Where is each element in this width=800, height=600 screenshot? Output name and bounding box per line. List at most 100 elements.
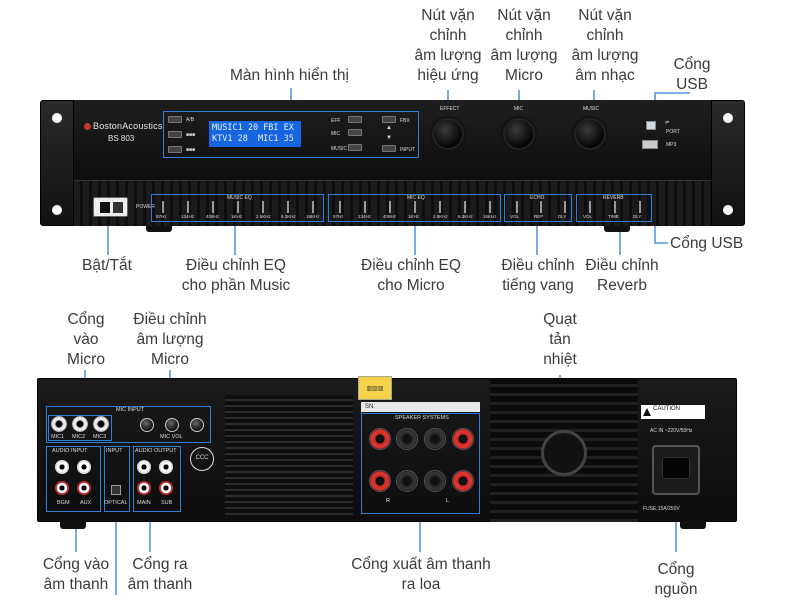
echo-slider[interactable] [564,201,566,213]
vent-grill-left [225,395,353,515]
sticker-label: ▥▥▥ [358,376,392,400]
mic-eq-band-label: 2.5KHz [433,214,448,219]
mic-eq-slider[interactable] [489,201,491,213]
eff-button[interactable] [348,116,362,123]
music-eq-band-label: 6.3KHz [281,214,296,219]
music-eq-slider[interactable] [287,201,289,213]
bgm-label: BGM [57,500,70,506]
fbx-button[interactable] [382,116,396,123]
input-button[interactable] [382,145,396,152]
rack-ear-left [40,100,74,226]
bgm-r-jack[interactable] [55,481,69,495]
reverb-slider[interactable] [639,201,641,213]
music-eq-band-label: 57Hz [156,214,167,219]
mic-vol-knob-3[interactable] [190,418,204,432]
callout-mic-in: Cổng vào Micro [67,311,105,368]
music-eq-slider[interactable] [312,201,314,213]
speaker-r-label: R [386,498,390,504]
callout-usb-top: Cổng USB [673,56,711,93]
mic-mode-label: MIC [331,131,341,137]
ac-in-label: AC IN ~220V/50Hz [650,428,693,434]
sub-r-jack[interactable] [159,481,173,495]
speaker-terminal[interactable] [396,428,418,450]
music-eq-slider[interactable] [187,201,189,213]
effect-volume-knob[interactable] [432,118,464,150]
speaker-terminal[interactable] [424,470,446,492]
power-switch[interactable] [93,197,128,217]
callout-rear-mic-volume: Điều chỉnh âm lượng Micro [133,311,207,368]
main-r-jack[interactable] [137,481,151,495]
mic2-jack[interactable] [72,416,88,432]
optical-port[interactable] [111,485,121,495]
music-eq-band-label: 134Hz [181,214,195,219]
aux-r-jack[interactable] [77,481,91,495]
callout-display: Màn hình hiển thị [230,67,349,84]
mic-eq-slider[interactable] [389,201,391,213]
mic-vol-label: MIC VOL [160,434,183,440]
up-arrow-icon[interactable]: ▲ [386,125,392,131]
mic-eq-slider[interactable] [364,201,366,213]
speaker-terminal[interactable] [452,428,474,450]
mic-vol-knob-1[interactable] [140,418,154,432]
speaker-terminal[interactable] [369,428,391,450]
speaker-title: SPEAKER SYSTEMS [395,415,449,421]
mic3-label: MIC3 [93,434,107,440]
bgm-l-jack[interactable] [55,460,69,474]
power-rocker-2 [113,202,123,213]
input-title: INPUT [106,448,123,454]
mic-eq-slider[interactable] [464,201,466,213]
rear-foot [60,521,86,529]
speaker-terminal[interactable] [452,470,474,492]
echo-slider[interactable] [516,201,518,213]
music-eq-slider[interactable] [262,201,264,213]
music-mode-button[interactable] [348,144,362,151]
input-group [104,446,130,512]
mp3-usb-port[interactable] [642,140,658,149]
mic-mode-button[interactable] [348,129,362,136]
callout-speaker-out: Cổng xuất âm thanh ra loa [351,556,491,593]
ccc-cert-logo: CCC [190,447,214,471]
mic-volume-knob[interactable] [503,118,535,150]
power-label: POWER [136,204,155,210]
reverb-band-label: DLY [633,214,642,219]
mic-input-group [46,406,211,443]
reverb-title: REVERB [603,195,624,201]
power-socket[interactable] [652,445,700,495]
down-arrow-icon[interactable]: ▼ [386,135,392,141]
mic-eq-band-label: 408Hz [383,214,397,219]
mic-input-title: MIC INPUT [116,407,145,413]
speaker-terminal[interactable] [424,428,446,450]
mic-knob-label: MIC [514,106,524,112]
fuse-label: FUSE:15A/250V [643,506,680,512]
aux-l-jack[interactable] [77,460,91,474]
mic-eq-slider[interactable] [439,201,441,213]
music-eq-slider[interactable] [162,201,164,213]
music-eq-slider[interactable] [212,201,214,213]
reverb-slider[interactable] [614,201,616,213]
sub-l-jack[interactable] [159,460,173,474]
left-button-3-label: ■■■ [186,147,196,153]
reverb-slider[interactable] [589,201,591,213]
music-eq-title: MUSIC EQ [227,195,252,201]
left-button-2[interactable] [168,131,182,138]
echo-title: ECHO [530,195,545,201]
usb-port[interactable] [646,121,656,130]
audio-input-group [46,446,101,512]
mic-eq-slider[interactable] [414,201,416,213]
main-l-jack[interactable] [137,460,151,474]
left-button-3[interactable] [168,146,182,153]
music-eq-band-label: 16KHz [306,214,320,219]
speaker-terminal[interactable] [396,470,418,492]
ab-button[interactable] [168,116,182,123]
music-volume-knob[interactable] [574,118,606,150]
speaker-terminal[interactable] [369,470,391,492]
mic-vol-knob-2[interactable] [165,418,179,432]
mic-eq-slider[interactable] [339,201,341,213]
mic1-jack[interactable] [51,416,67,432]
music-eq-slider[interactable] [237,201,239,213]
aux-label: AUX [80,500,92,506]
mic3-jack[interactable] [93,416,109,432]
echo-slider[interactable] [540,201,542,213]
mic-eq-band-label: 1KHz [408,214,420,219]
